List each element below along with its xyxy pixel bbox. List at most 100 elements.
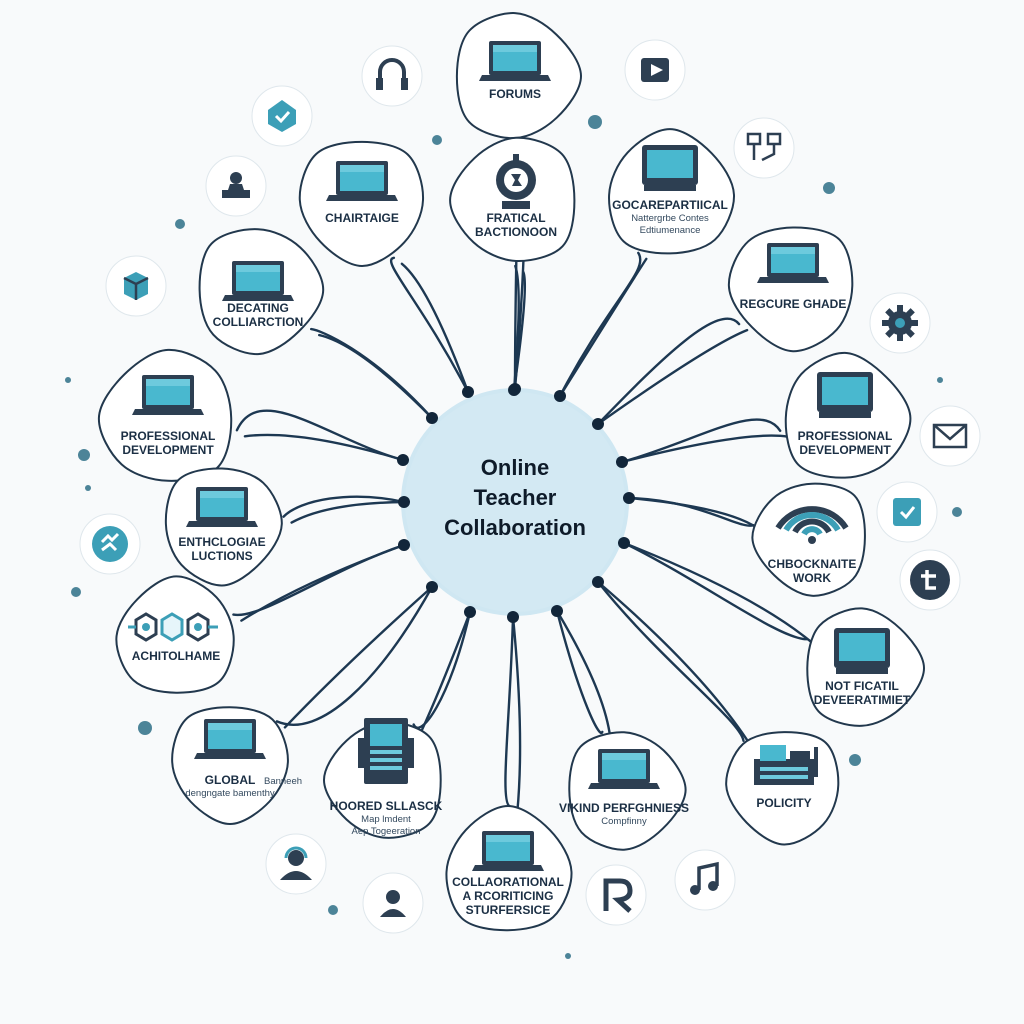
music-note-icon xyxy=(674,849,736,911)
accent-dot xyxy=(588,115,602,129)
node-forums[interactable]: FORUMS xyxy=(455,12,583,140)
hub-dot xyxy=(508,384,520,396)
center-title-line-2: Teacher xyxy=(474,485,557,510)
hub-dot xyxy=(592,576,604,588)
hub-dot xyxy=(398,496,410,508)
connector-strand-gocarepartical xyxy=(558,257,648,398)
hub-endpoint-dots xyxy=(65,115,973,959)
connector-chairtaige xyxy=(389,256,470,394)
connector-strand-enthcloline xyxy=(290,500,406,524)
monitor-icon xyxy=(834,628,890,674)
node-bubble xyxy=(171,706,289,826)
server-icon xyxy=(358,718,414,784)
connector-strand-chairtaige xyxy=(400,262,470,394)
node-bubble xyxy=(608,128,736,255)
laptop-icon xyxy=(186,487,258,527)
accent-dot xyxy=(937,377,943,383)
node-label: DEVELOPMENT xyxy=(799,443,891,457)
hub-dot xyxy=(551,605,563,617)
node-sublabel: Edtiumenance xyxy=(640,225,701,236)
connector-strand-decating xyxy=(318,333,434,420)
connector-regcure xyxy=(596,317,741,426)
accent-dot xyxy=(65,377,71,383)
connector-prof-dev-left xyxy=(235,409,405,462)
hub-dot xyxy=(464,606,476,618)
connector-collaorational xyxy=(504,615,515,808)
center-title-line-3: Collaboration xyxy=(444,515,586,540)
connector-chbocknaite xyxy=(627,496,755,527)
puzzle-icon xyxy=(79,513,141,575)
laptop-icon xyxy=(479,41,551,81)
node-achitolhame[interactable]: ACHITOLHAME xyxy=(115,575,235,694)
node-chairtaige[interactable]: CHAIRTAIGE xyxy=(298,140,425,268)
accent-dot xyxy=(71,587,81,597)
node-regcure[interactable]: REGCURE GHADE xyxy=(727,226,854,353)
node-sublabel: dengngate bamenthy xyxy=(185,788,275,799)
hub-dot xyxy=(426,581,438,593)
accent-dot xyxy=(138,721,152,735)
node-label: CHAIRTAIGE xyxy=(325,211,399,225)
machine-icon xyxy=(754,745,818,785)
connector-strand-not-ficatil xyxy=(622,541,817,647)
node-bubble xyxy=(97,348,233,482)
monitor-icon xyxy=(817,372,873,418)
laptop-icon xyxy=(472,831,544,871)
t-circle-icon xyxy=(899,549,961,611)
accent-dot xyxy=(823,182,835,194)
connector-strand-policity xyxy=(596,580,753,748)
node-policity[interactable]: POLICITY xyxy=(725,731,840,846)
node-sublabel: Nattergrbe Contes xyxy=(631,213,709,224)
connector-global xyxy=(275,585,434,726)
node-label: REGCURE GHADE xyxy=(740,297,847,311)
node-inline-sublabel: Banneeh xyxy=(264,776,302,787)
accent-dot xyxy=(175,219,185,229)
mail-icon xyxy=(919,405,981,467)
support-person-icon xyxy=(265,833,327,895)
checkbox-icon xyxy=(876,481,938,543)
node-label: POLICITY xyxy=(756,796,811,810)
node-bubble xyxy=(727,226,854,353)
node-label: DEVELOPMENT xyxy=(122,443,214,457)
accent-dot xyxy=(85,485,91,491)
node-label: A RCORITICING xyxy=(463,889,554,903)
accent-dot xyxy=(328,905,338,915)
hub-dot xyxy=(397,454,409,466)
connector-strand-achitolhame xyxy=(240,543,406,622)
node-label: FORUMS xyxy=(489,87,541,101)
node-label: BACTIONOON xyxy=(475,225,557,239)
node-label: LUCTIONS xyxy=(191,549,252,563)
connector-strand-hoored xyxy=(420,610,472,732)
user-podium-icon xyxy=(205,155,267,217)
node-label: COLLAORATIONAL xyxy=(452,875,564,889)
laptop-icon xyxy=(222,261,294,301)
node-label: NOT FICATIL xyxy=(825,679,899,693)
connector-hoored xyxy=(412,610,472,729)
hub-dot xyxy=(507,611,519,623)
connector-prof-dev-right xyxy=(620,418,782,464)
accent-dot xyxy=(849,754,861,766)
hub-dot xyxy=(426,412,438,424)
connector-not-ficatil xyxy=(622,541,809,641)
node-label: GLOBAL xyxy=(205,773,256,787)
hub-dot xyxy=(623,492,635,504)
node-label: PROFESSIONAL xyxy=(798,429,893,443)
node-label: ENTHCLOGIAE xyxy=(178,535,265,549)
center-hub: Online Teacher Collaboration xyxy=(401,388,629,616)
node-label: CHBOCKNAITE xyxy=(768,557,857,571)
node-sublabel: Compfinny xyxy=(601,816,647,827)
connector-strand-collaorational xyxy=(511,615,522,814)
hub-dot xyxy=(398,539,410,551)
